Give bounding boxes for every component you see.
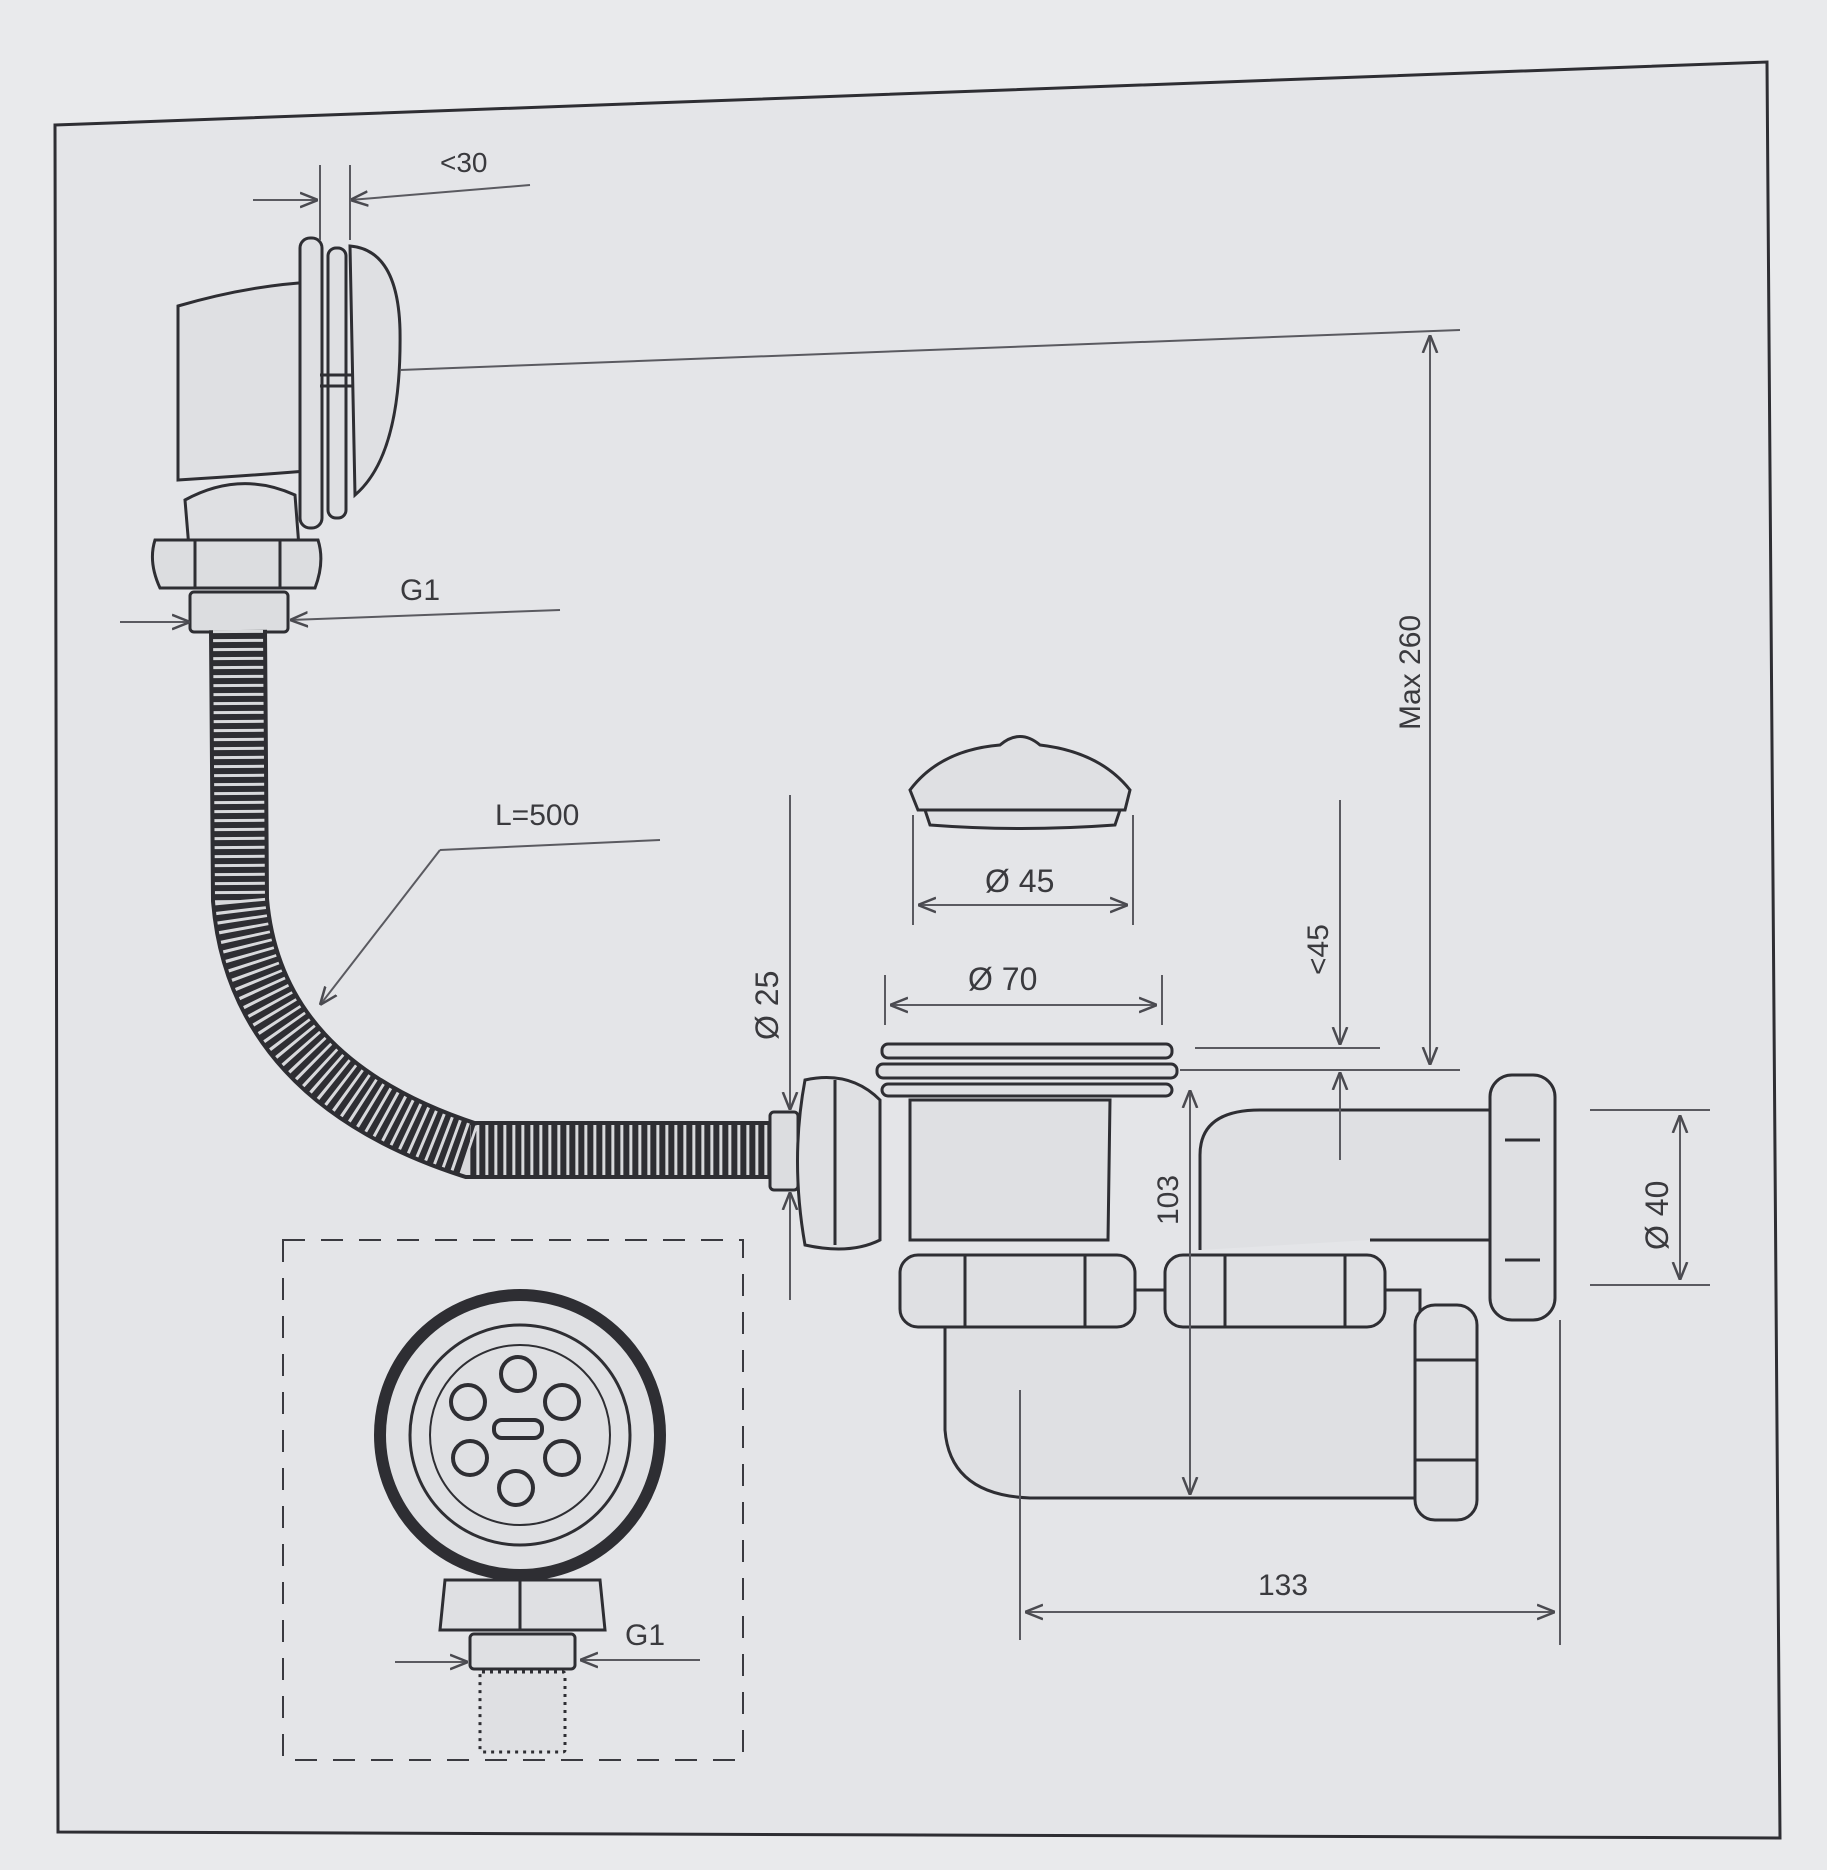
dim-label-overflow-thread: G1	[400, 574, 440, 607]
dim-label-overflow-depth: <30	[440, 147, 488, 178]
grate-detail-box	[282, 1239, 744, 1761]
dim-label-body-height: 103	[1152, 1175, 1185, 1225]
dim-label-trap-width: 133	[1258, 1569, 1308, 1602]
dim-label-hose-length: L=500	[495, 799, 579, 832]
dim-label-outlet-diameter: Ø 40	[1639, 1181, 1675, 1250]
overflow-head	[176, 236, 402, 562]
dim-label-detail-thread: G1	[625, 1619, 665, 1652]
dim-label-flange-diameter: Ø 70	[968, 961, 1037, 997]
dim-label-max-height: Max 260	[1394, 615, 1427, 730]
corrugated-hose	[209, 629, 790, 1179]
hose-connector	[768, 1110, 800, 1192]
dim-label-flange-gap: <45	[1302, 924, 1335, 975]
dim-label-hose-diameter: Ø 25	[749, 971, 785, 1040]
dimension-lines	[120, 165, 1710, 1662]
stopper-plug	[908, 735, 1132, 830]
grate-detail	[374, 1289, 666, 1754]
dim-label-stopper-diameter: Ø 45	[985, 863, 1054, 899]
